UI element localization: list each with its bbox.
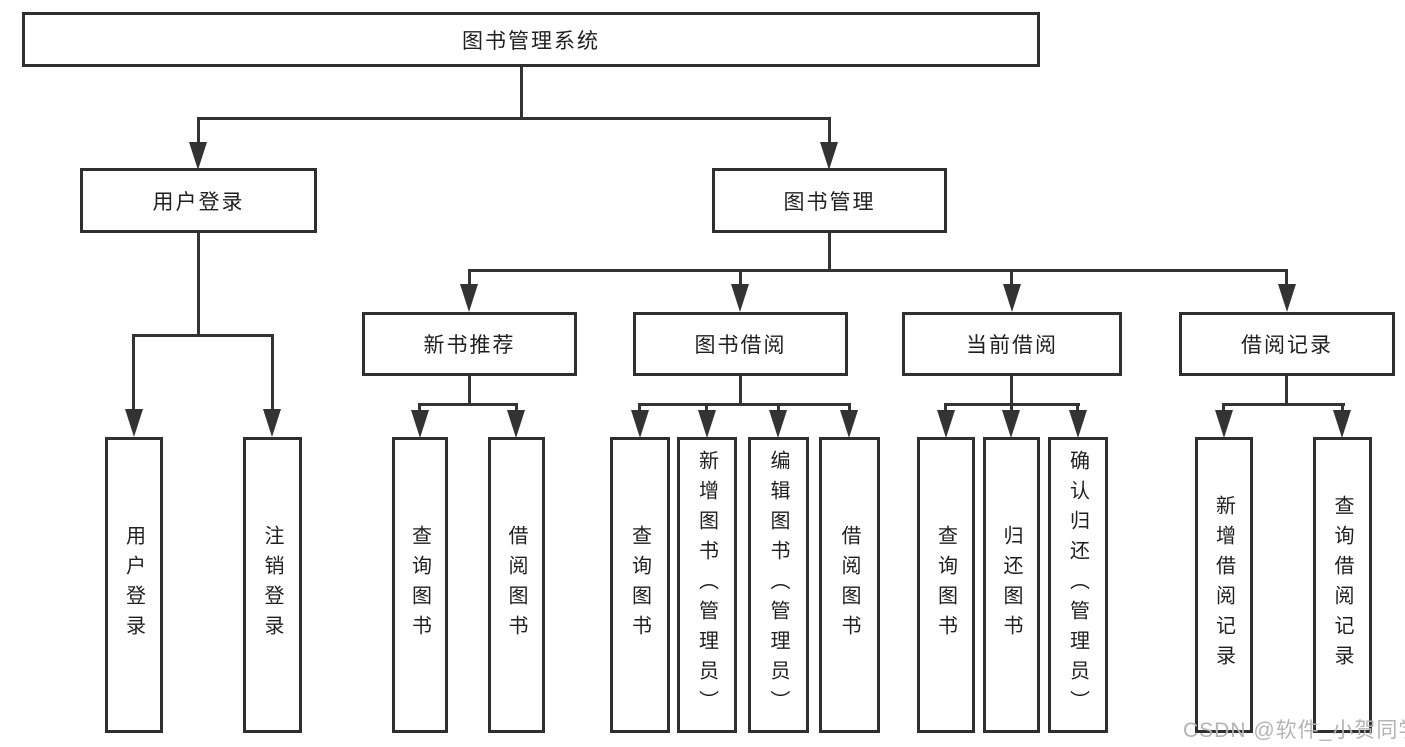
edge <box>515 403 518 415</box>
arrowhead-icon <box>820 142 838 170</box>
node-book-management: 图书管理 <box>712 168 947 233</box>
leaf-query-books-3: 查询图书 <box>917 437 975 733</box>
leaf-logout: 注销登录 <box>243 437 302 733</box>
arrowhead-icon <box>1002 410 1020 438</box>
edge <box>739 269 742 287</box>
edge <box>739 376 742 405</box>
arrowhead-icon <box>507 410 525 438</box>
arrowhead-icon <box>840 410 858 438</box>
edge <box>468 269 1288 272</box>
edge <box>1010 269 1013 287</box>
edge <box>848 403 851 415</box>
arrowhead-icon <box>189 142 207 170</box>
edge <box>418 403 518 406</box>
edge <box>944 403 947 415</box>
edge <box>1341 403 1344 415</box>
edge <box>418 403 421 415</box>
leaf-query-borrow-record: 查询借阅记录 <box>1313 437 1372 733</box>
arrowhead-icon <box>698 410 716 438</box>
arrowhead-icon <box>1003 284 1021 312</box>
leaf-edit-books-admin: 编辑图书（管理员） <box>748 437 809 733</box>
leaf-query-books-2: 查询图书 <box>610 437 670 733</box>
edge <box>1076 403 1079 415</box>
arrowhead-icon <box>731 284 749 312</box>
watermark: CSDN @软件_小贺同学 <box>1183 719 1405 742</box>
arrowhead-icon <box>937 410 955 438</box>
edge <box>468 376 471 405</box>
node-book-borrow: 图书借阅 <box>633 312 848 376</box>
edge <box>705 403 708 415</box>
node-user-login: 用户登录 <box>80 168 317 233</box>
arrowhead-icon <box>411 410 429 438</box>
edge <box>197 233 200 336</box>
edge <box>520 66 523 119</box>
arrowhead-icon <box>769 410 787 438</box>
edge <box>132 334 135 412</box>
edge <box>1222 403 1225 415</box>
arrowhead-icon <box>263 409 281 437</box>
leaf-borrow-books-2: 借阅图书 <box>819 437 880 733</box>
arrowhead-icon <box>1278 284 1296 312</box>
node-borrow-records: 借阅记录 <box>1179 312 1395 376</box>
edge <box>1222 403 1345 406</box>
edge <box>638 403 851 406</box>
edge <box>468 269 471 287</box>
leaf-query-books-1: 查询图书 <box>392 437 448 733</box>
edge <box>271 334 274 412</box>
edge <box>638 403 641 415</box>
edge <box>828 232 831 272</box>
edge <box>1010 376 1013 405</box>
node-current-borrow: 当前借阅 <box>902 312 1122 376</box>
leaf-add-borrow-record: 新增借阅记录 <box>1195 437 1253 733</box>
leaf-return-books: 归还图书 <box>983 437 1040 733</box>
edge <box>828 117 831 146</box>
arrowhead-icon <box>1215 410 1233 438</box>
node-root: 图书管理系统 <box>22 12 1040 67</box>
edge <box>1285 269 1288 287</box>
arrowhead-icon <box>631 410 649 438</box>
leaf-confirm-return-admin: 确认归还（管理员） <box>1048 437 1108 733</box>
edge <box>197 117 200 146</box>
node-new-book-recommend: 新书推荐 <box>362 312 577 376</box>
edge <box>777 403 780 415</box>
edge <box>1285 376 1288 405</box>
leaf-add-books-admin: 新增图书（管理员） <box>677 437 737 733</box>
arrowhead-icon <box>1333 410 1351 438</box>
arrowhead-icon <box>1069 410 1087 438</box>
leaf-user-login: 用户登录 <box>105 437 163 733</box>
arrowhead-icon <box>460 284 478 312</box>
edge <box>132 334 274 337</box>
arrowhead-icon <box>125 409 143 437</box>
edge <box>1010 403 1013 415</box>
edge <box>197 117 831 120</box>
leaf-borrow-books-1: 借阅图书 <box>488 437 545 733</box>
